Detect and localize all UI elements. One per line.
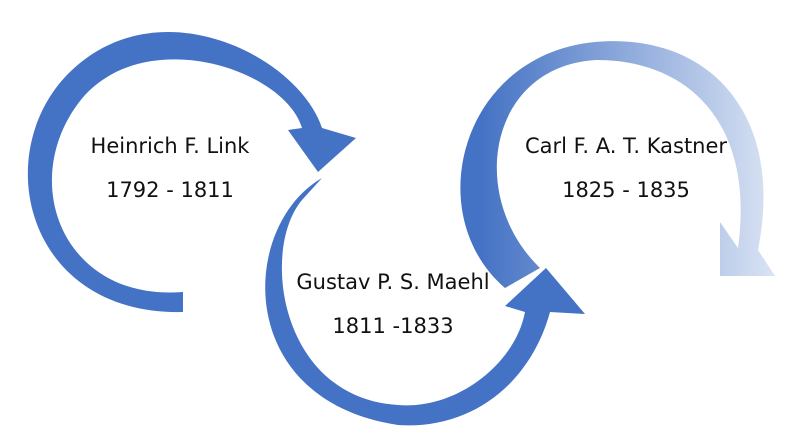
node-name-link: Heinrich F. Link	[90, 134, 250, 158]
node-name-maehl: Gustav P. S. Maehl	[296, 270, 490, 294]
node-name-kastner: Carl F. A. T. Kastner	[524, 134, 728, 158]
node-years-kastner: 1825 - 1835	[562, 178, 690, 202]
node-years-link: 1792 - 1811	[106, 178, 234, 202]
node-years-maehl: 1811 -1833	[332, 314, 454, 338]
arc-arrow-maehl	[265, 178, 585, 426]
arc-arrow-kastner	[460, 41, 775, 289]
